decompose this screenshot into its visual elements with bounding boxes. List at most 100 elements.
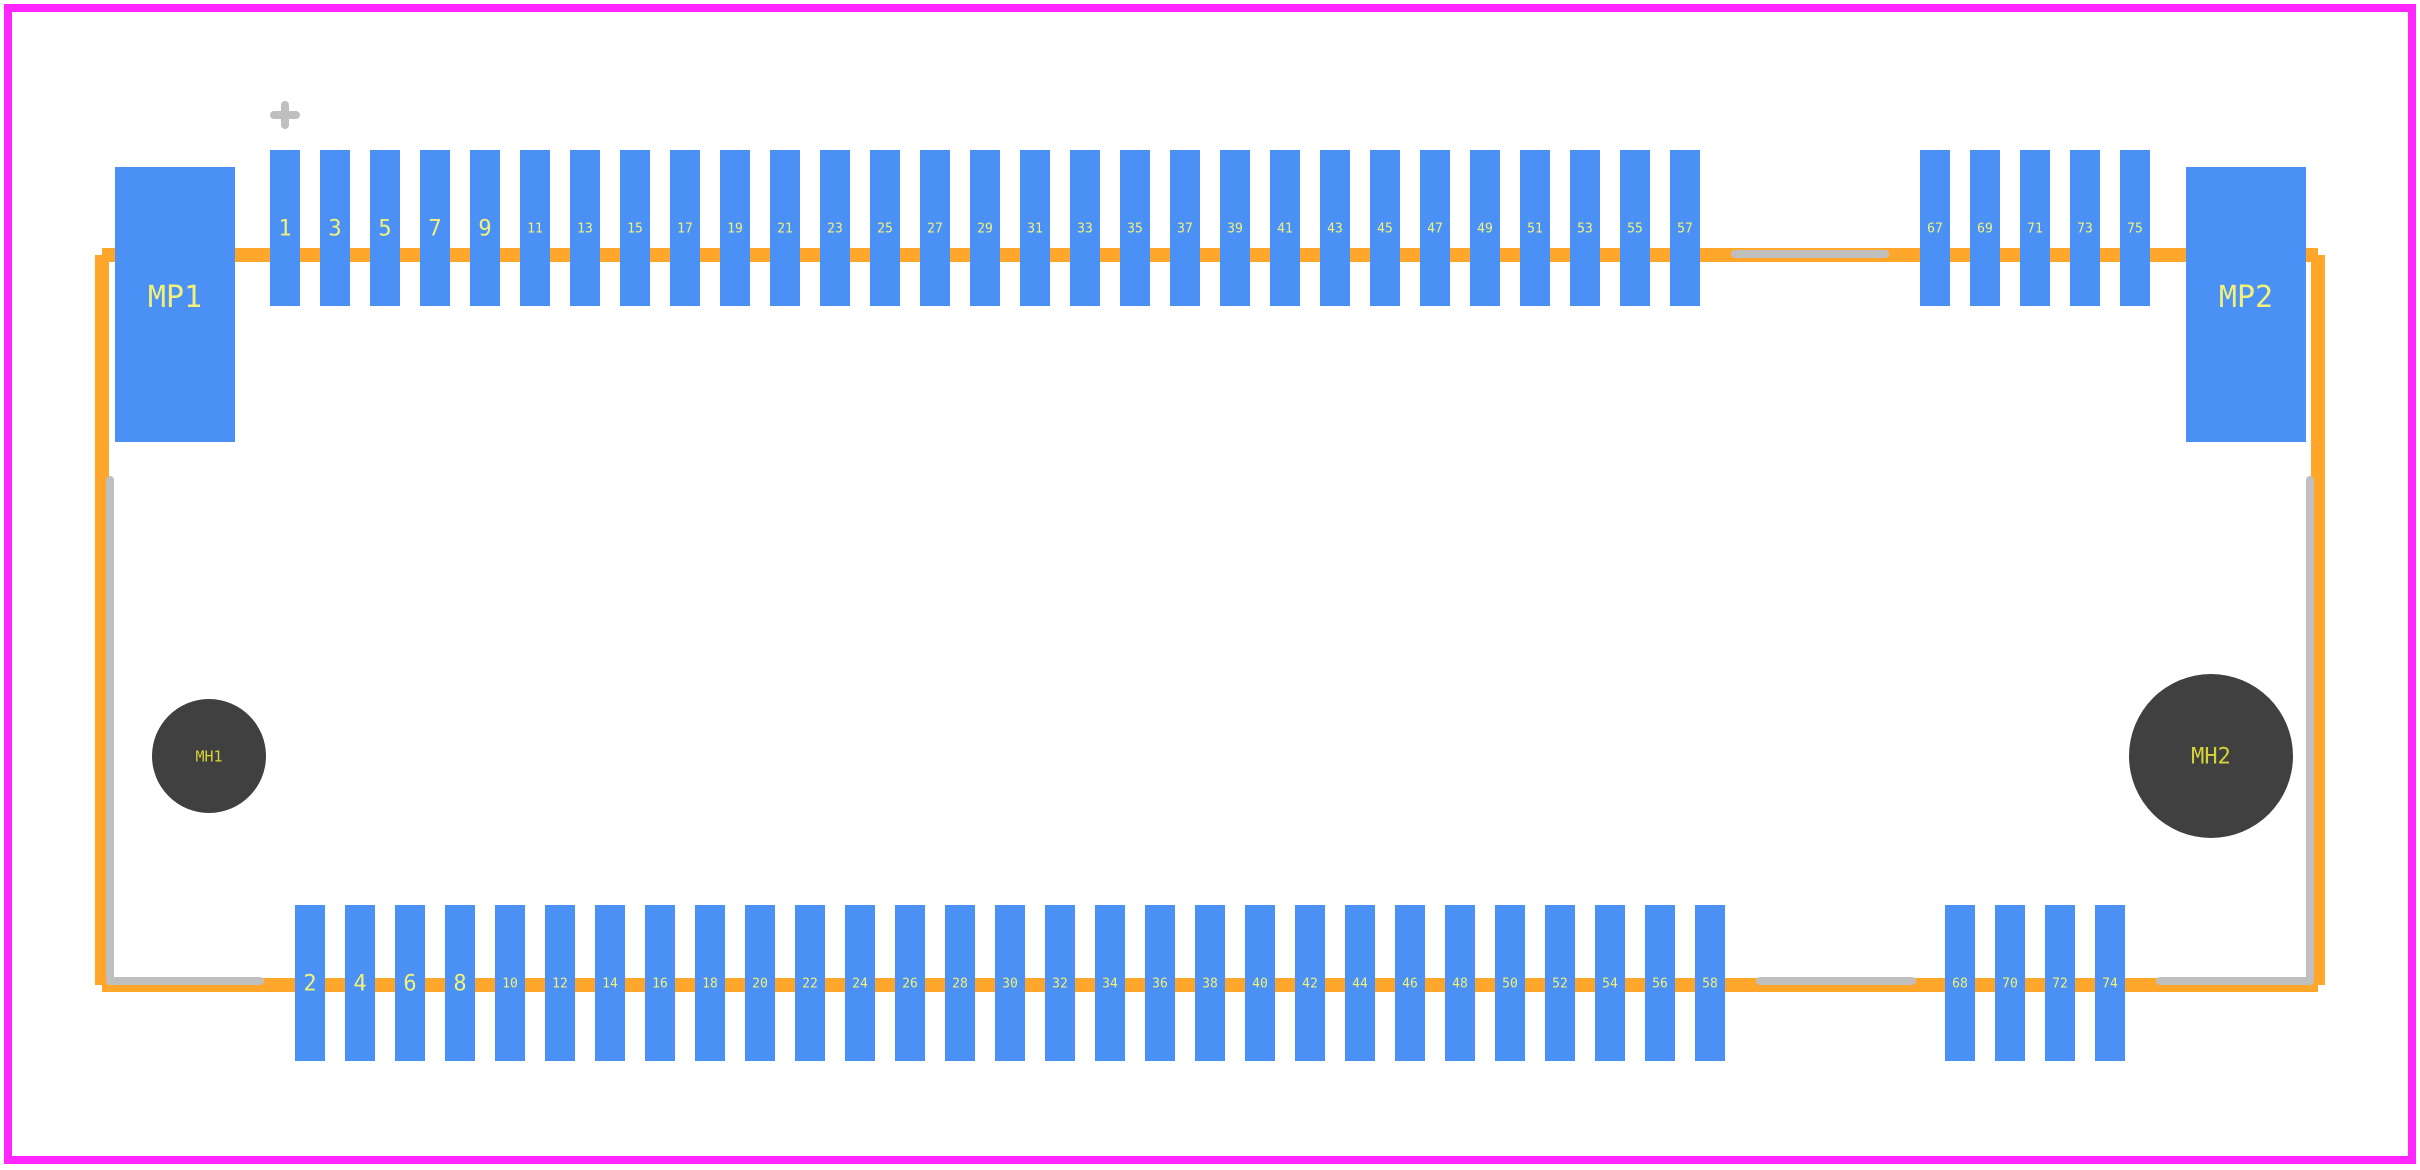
pad-label: 48	[1452, 977, 1468, 992]
pad: 31	[1020, 150, 1050, 306]
pad-label: 46	[1402, 977, 1418, 992]
pad: 58	[1695, 905, 1725, 1061]
pad: 14	[595, 905, 625, 1061]
pad: 28	[945, 905, 975, 1061]
pad: 12	[545, 905, 575, 1061]
pad: 39	[1220, 150, 1250, 306]
pad-label: 1	[278, 217, 291, 242]
pad: 50	[1495, 905, 1525, 1061]
pad-label: 67	[1927, 222, 1943, 237]
pad-row-top-right: 67 69 71 73 75	[1920, 150, 2150, 306]
pad-label: 52	[1552, 977, 1568, 992]
pad: 3	[320, 150, 350, 306]
pad-label: 73	[2077, 222, 2093, 237]
pad: 8	[445, 905, 475, 1061]
pad: 29	[970, 150, 1000, 306]
pad-label: 42	[1302, 977, 1318, 992]
pad-label: 33	[1077, 222, 1093, 237]
pad: 55	[1620, 150, 1650, 306]
pad-label: 2	[303, 972, 316, 997]
pad: 35	[1120, 150, 1150, 306]
mounting-holes: MH1 MH2	[152, 674, 2293, 838]
pad-label: 57	[1677, 222, 1693, 237]
pad: 41	[1270, 150, 1300, 306]
pad-label: 51	[1527, 222, 1543, 237]
pad: 22	[795, 905, 825, 1061]
pad-label: 17	[677, 222, 693, 237]
pad: 17	[670, 150, 700, 306]
pad: 9	[470, 150, 500, 306]
pad-label: 19	[727, 222, 743, 237]
pad-label: 20	[752, 977, 768, 992]
silkscreen-outline	[95, 248, 2325, 992]
pad: 26	[895, 905, 925, 1061]
pin1-marker-icon	[270, 101, 300, 129]
pad: 52	[1545, 905, 1575, 1061]
pad-label: 49	[1477, 222, 1493, 237]
pad-label: 75	[2127, 222, 2143, 237]
pad-label: 25	[877, 222, 893, 237]
pad-label: 18	[702, 977, 718, 992]
pad-label: 27	[927, 222, 943, 237]
pad: 42	[1295, 905, 1325, 1061]
pad: 21	[770, 150, 800, 306]
pad: 25	[870, 150, 900, 306]
pad: 19	[720, 150, 750, 306]
pad: 46	[1395, 905, 1425, 1061]
pad: 38	[1195, 905, 1225, 1061]
pad: 75	[2120, 150, 2150, 306]
mounting-hole: MH2	[2129, 674, 2293, 838]
pad: 45	[1370, 150, 1400, 306]
pad: 36	[1145, 905, 1175, 1061]
pad: 44	[1345, 905, 1375, 1061]
pad: 71	[2020, 150, 2050, 306]
pad-label: 12	[552, 977, 568, 992]
pad-label: 9	[478, 217, 491, 242]
pad-label: 30	[1002, 977, 1018, 992]
pad: 11	[520, 150, 550, 306]
pad-label: 38	[1202, 977, 1218, 992]
pad-label: 35	[1127, 222, 1143, 237]
pad: 10	[495, 905, 525, 1061]
pad-label: 41	[1277, 222, 1293, 237]
pad-label: 74	[2102, 977, 2118, 992]
pad: 53	[1570, 150, 1600, 306]
mount-pad-label: MP1	[148, 280, 202, 315]
pad-label: 69	[1977, 222, 1993, 237]
pad-label: 54	[1602, 977, 1618, 992]
pad: 32	[1045, 905, 1075, 1061]
mounting-hole: MH1	[152, 699, 266, 813]
pad: 23	[820, 150, 850, 306]
pad: 40	[1245, 905, 1275, 1061]
pad: 18	[695, 905, 725, 1061]
pad-label: 50	[1502, 977, 1518, 992]
pad: 47	[1420, 150, 1450, 306]
pad-label: 55	[1627, 222, 1643, 237]
pad-label: 28	[952, 977, 968, 992]
pad: 20	[745, 905, 775, 1061]
pad: 7	[420, 150, 450, 306]
pad: 16	[645, 905, 675, 1061]
pad: 13	[570, 150, 600, 306]
mounting-hole-label: MH1	[195, 747, 222, 765]
pad: 6	[395, 905, 425, 1061]
pad-label: 36	[1152, 977, 1168, 992]
pad: 56	[1645, 905, 1675, 1061]
pad-label: 21	[777, 222, 793, 237]
pad-label: 26	[902, 977, 918, 992]
pad-label: 43	[1327, 222, 1343, 237]
pad-label: 72	[2052, 977, 2068, 992]
pad: 4	[345, 905, 375, 1061]
board-outline	[4, 4, 2416, 1164]
pad-label: 16	[652, 977, 668, 992]
pad-label: 15	[627, 222, 643, 237]
pad-label: 56	[1652, 977, 1668, 992]
pad-label: 8	[453, 972, 466, 997]
mount-pad: MP1	[115, 167, 235, 442]
pad-label: 32	[1052, 977, 1068, 992]
pad: 54	[1595, 905, 1625, 1061]
pad: 48	[1445, 905, 1475, 1061]
